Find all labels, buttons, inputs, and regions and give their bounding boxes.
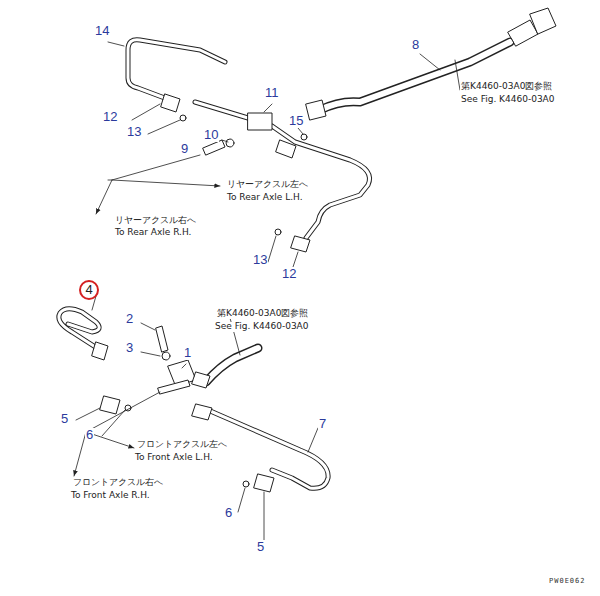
note-text: 第K4460-03A0図参照 <box>216 309 309 319</box>
note-text: 第K4460-03A0図参照 <box>460 82 553 92</box>
callout-number: 3 <box>125 341 134 355</box>
callout-number: 15 <box>288 114 304 128</box>
callout-number: 13 <box>252 253 268 267</box>
callout-number: 6 <box>224 506 233 520</box>
callout-number: 11 <box>264 86 280 100</box>
callout-number: 7 <box>318 417 327 431</box>
callout-number: 5 <box>60 412 69 426</box>
note-text: To Front Axle L.H. <box>134 453 214 463</box>
note-text: フロントアクスル右へ <box>72 478 164 488</box>
note-text: See Fig. K4460-03A0 <box>214 322 310 332</box>
note-text: See Fig. K4460-03A0 <box>460 95 556 105</box>
callout-number: 10 <box>203 128 219 142</box>
callout-number: 8 <box>411 38 420 52</box>
callout-number: 14 <box>94 24 110 38</box>
note-text: To Front Axle R.H. <box>70 491 151 501</box>
callout-number: 1 <box>183 346 192 360</box>
note-text: リヤーアクスル右へ <box>114 216 197 226</box>
callout-number: 13 <box>126 125 142 139</box>
note-text: To Rear Axle R.H. <box>114 228 192 238</box>
callout-number: 6 <box>85 428 94 442</box>
note-text: フロントアクスル左へ <box>136 440 228 450</box>
callout-number: 12 <box>281 267 297 281</box>
note-text: リヤーアクスル左へ <box>226 180 309 190</box>
note-text: To Rear Axle L.H. <box>226 193 304 203</box>
callout-number: 12 <box>102 110 118 124</box>
drawing-code: PW0E062 <box>548 578 587 586</box>
callout-number: 9 <box>180 142 189 156</box>
callout-number: 5 <box>256 540 265 554</box>
callout-number: 2 <box>125 312 134 326</box>
callout-number-highlighted: 4 <box>79 280 99 300</box>
